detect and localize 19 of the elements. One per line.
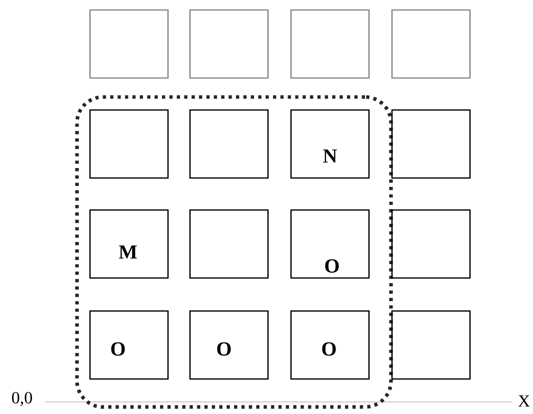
grid-square: M	[89, 209, 169, 279]
grid-square: O	[290, 209, 370, 279]
grid-square: N	[290, 109, 370, 179]
grid-square	[189, 9, 269, 79]
dotted-region	[75, 95, 393, 409]
grid-square	[290, 9, 370, 79]
grid-square	[189, 209, 269, 279]
grid-square	[189, 109, 269, 179]
axis-label: X	[518, 395, 530, 407]
grid-square	[89, 9, 169, 79]
grid-square: O	[189, 310, 269, 380]
grid-square	[89, 109, 169, 179]
grid-square	[391, 209, 471, 279]
grid-square: O	[89, 310, 169, 380]
grid-square	[391, 310, 471, 380]
axis-label: 0,0	[12, 392, 32, 406]
grid-square	[391, 109, 471, 179]
grid-square: O	[290, 310, 370, 380]
grid-square	[391, 9, 471, 79]
